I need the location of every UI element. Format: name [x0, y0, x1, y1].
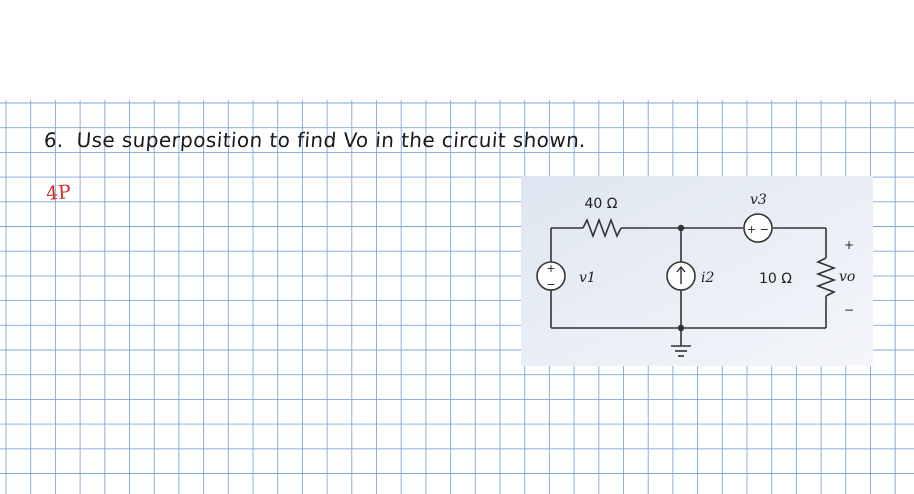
circuit-diagram: + − v1 i2 + − v3 40 Ω 10 Ω + vo − — [521, 176, 873, 366]
question-text: 6. Use superposition to find Vo in the c… — [43, 128, 587, 152]
node-top — [677, 224, 685, 232]
handwritten-note: 4P — [45, 181, 72, 205]
voltage-source-v1 — [536, 261, 566, 291]
i2-label: i2 — [701, 270, 714, 286]
resistor-10-symbol — [815, 257, 837, 297]
v1-plus: + — [546, 262, 555, 275]
v3-label: v3 — [750, 192, 767, 208]
resistor-40-symbol — [582, 217, 622, 239]
voltage-source-v3 — [743, 213, 773, 243]
resistor-40-label: 40 Ω — [585, 196, 618, 212]
circuit-wires — [550, 217, 837, 357]
v1-label: v1 — [579, 270, 596, 286]
vo-minus: − — [844, 303, 854, 317]
v3-signs: + − — [747, 223, 769, 236]
arrow-up-icon — [676, 265, 686, 284]
vo-plus: + — [844, 238, 854, 252]
resistor-10-label: 10 Ω — [759, 271, 792, 287]
v1-minus: − — [546, 278, 555, 291]
node-bottom — [677, 324, 685, 332]
question-prompt: Use superposition to find Vo in the circ… — [75, 128, 587, 152]
vo-label: vo — [839, 269, 855, 285]
question-number: 6. — [43, 128, 65, 152]
figure-background — [521, 176, 873, 366]
